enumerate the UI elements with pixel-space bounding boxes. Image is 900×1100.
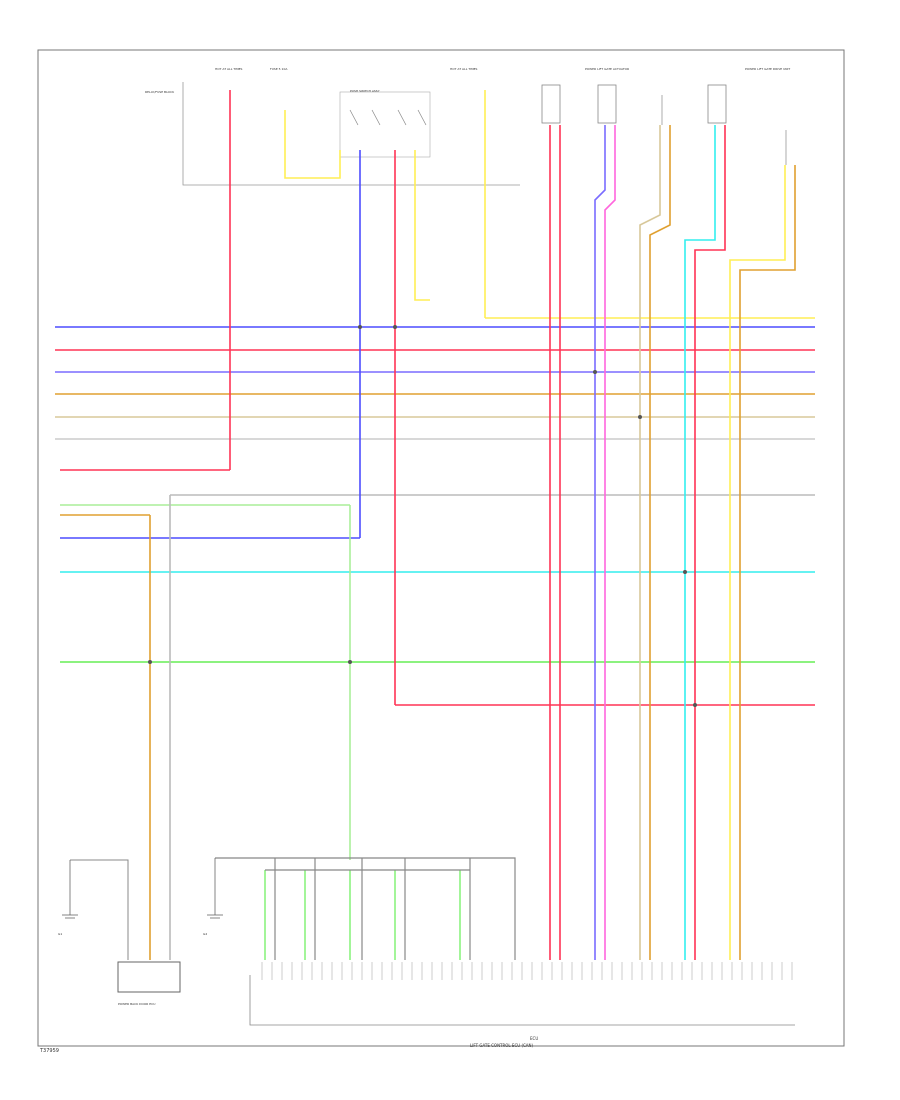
ground-symbols <box>62 858 223 919</box>
ground-label-1: G1 <box>58 932 62 936</box>
left-fuse-label: HOT AT ALL TIMES <box>215 67 243 71</box>
left-component-label: RELAY/FUSE BLOCK <box>145 90 175 94</box>
diagram-frame <box>37 49 845 1047</box>
actuator-label: POWER LIFT GATE ACTUATOR <box>585 67 629 71</box>
center-fuse-label: FUSE 5 10A <box>270 67 288 71</box>
splice-dots <box>148 325 697 707</box>
ecu-pins <box>261 962 793 980</box>
switch-assembly-box <box>339 91 431 158</box>
left-ground-bus <box>70 859 129 960</box>
horizontal-buses <box>55 317 815 706</box>
fuse-block-outline <box>182 82 520 186</box>
ground-label-2: G2 <box>203 932 207 936</box>
figure-code: T37959 <box>39 1048 59 1054</box>
drive-unit-label: POWER LIFT GATE DRIVE UNIT <box>745 67 790 71</box>
bottom-left-module <box>117 961 181 993</box>
ecu-caption: LIFT GATE CONTROL ECU (CAN) <box>470 1043 534 1048</box>
right-fuse-label: HOT AT ALL TIMES <box>450 67 478 71</box>
vertical-wires <box>149 90 796 960</box>
ecu-connector-outline <box>249 975 795 1026</box>
top-connectors <box>541 84 727 124</box>
ground-bus <box>215 857 516 960</box>
switch-assembly-label: PUSH SWITCH ASSY <box>350 89 380 93</box>
ecu-unit-label: ECU <box>530 1036 538 1041</box>
switch-symbols <box>349 95 787 165</box>
bottom-left-module-label: POWER BACK DOOR ECU <box>118 1002 155 1006</box>
